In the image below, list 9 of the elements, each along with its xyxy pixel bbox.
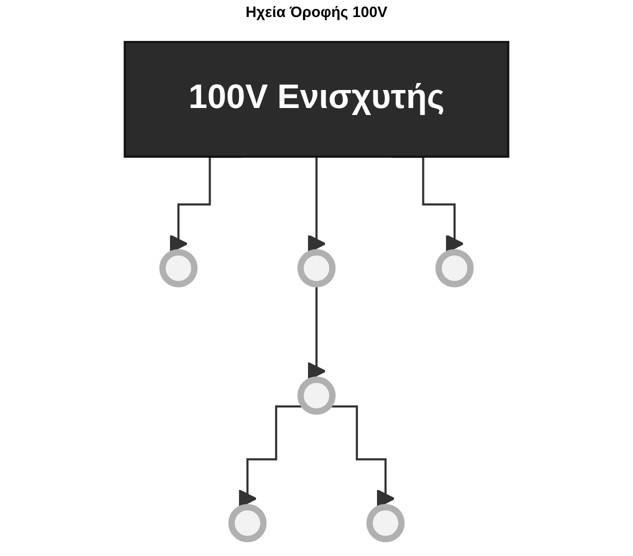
node-circle [228,504,267,542]
node-box: 100V Ενισχυτής [124,40,510,158]
caption-text: Ηχεία Όροφής 100V [246,4,388,21]
arrow [307,156,326,254]
node-circle [159,249,198,288]
node-circle [297,376,336,415]
node-circle [435,249,474,288]
node-circle [297,249,336,288]
node-circle [366,504,405,542]
